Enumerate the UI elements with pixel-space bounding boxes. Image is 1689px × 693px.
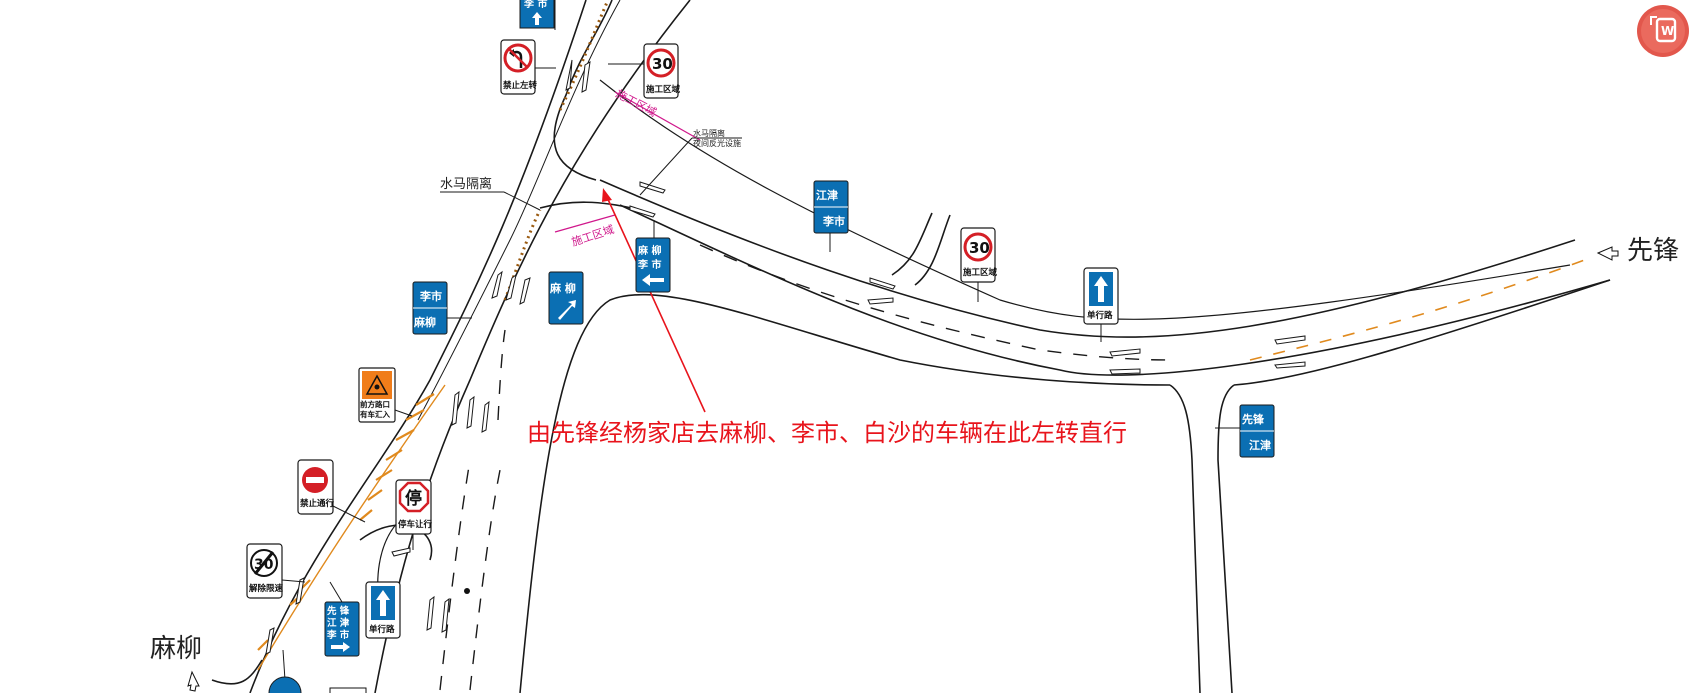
lane-arrow	[505, 273, 517, 301]
lane-arrow	[1109, 368, 1141, 375]
sign-no-left-turn-caption: 禁止左转	[502, 80, 538, 91]
arrow-up-right-icon	[558, 300, 576, 320]
sign-no-entry-caption: 禁止通行	[299, 498, 335, 509]
sign-one-way-caption: 单行路	[369, 624, 395, 635]
lane-arrow	[391, 547, 411, 557]
lane-arrow	[466, 395, 475, 429]
sign-end-limit-caption: 解除限速	[249, 583, 284, 594]
lane-arrow	[1274, 335, 1306, 345]
lane-arrow	[481, 400, 490, 433]
arrow-left-icon	[642, 274, 664, 286]
sign-maliu-wide-text: 麻 柳	[549, 281, 576, 295]
lane-arrow	[639, 181, 666, 194]
road-network	[211, 0, 1611, 693]
sign-stop: 停 停车让行	[395, 479, 433, 550]
lane-arrow	[581, 61, 591, 93]
place-label-xianfeng: 先锋	[1627, 236, 1679, 266]
sign-maliu-lishi-l1: 麻 柳	[637, 244, 661, 257]
sign-speed-value: 30	[652, 55, 673, 73]
sign-top-lishi-text: 李 市	[523, 0, 547, 10]
sign-stack-left: 先 锋 江 津 李 市	[324, 581, 360, 657]
place-maliu: 麻柳	[150, 634, 202, 692]
sign-speed-caption: 施工区域	[963, 267, 998, 278]
sign-merge-line1: 前方路口	[360, 399, 390, 409]
sign-speed-30-mid: 30 施工区域	[960, 227, 998, 302]
sign-jiangjin-text: 江津	[816, 188, 838, 202]
sign-lishi-text: 李市	[822, 214, 845, 228]
barrier-labels: 水马隔离 水马隔离 夜间反光设施	[440, 128, 742, 211]
barrier-label-left: 水马隔离	[440, 176, 492, 192]
sign-maliu-lishi: 麻 柳 李 市	[635, 220, 671, 293]
barrier-label-right-1: 水马隔离	[693, 128, 725, 138]
sign-maliu-left-text: 麻柳	[413, 315, 436, 329]
sign-xianfeng-text: 先锋	[1242, 412, 1265, 426]
annotation-arrow-icon	[602, 188, 612, 202]
lane-arrow	[265, 627, 275, 655]
sign-stack-l1: 先 锋	[327, 605, 350, 617]
arrow-right-icon	[331, 642, 350, 652]
arrow-up-icon	[532, 12, 542, 25]
sign-no-entry: 禁止通行	[297, 459, 366, 523]
sign-jiangjin-text-2: 江津	[1249, 438, 1271, 452]
place-label-maliu: 麻柳	[150, 634, 202, 664]
lane-arrow	[869, 277, 896, 290]
hollow-arrow-icon	[187, 670, 200, 692]
lane-arrow	[426, 595, 435, 631]
app-launcher-icon[interactable]: W	[1633, 3, 1689, 59]
lane-arrow	[867, 297, 894, 305]
lane-arrows	[265, 59, 1306, 655]
sign-maliu-lishi-l2: 李 市	[637, 258, 661, 271]
sign-xianfeng-jiangjin: 先锋 江津	[1215, 404, 1275, 458]
arrow-up-icon	[1094, 276, 1108, 302]
lane-arrow	[565, 59, 573, 91]
place-xianfeng: 先锋	[1596, 236, 1679, 266]
sign-jiangjin-lishi-upper: 江津 李市	[813, 180, 849, 252]
sign-merge-warning: 前方路口 有车汇入	[358, 367, 413, 423]
no-entry-icon	[306, 477, 324, 483]
sign-stack-l3: 李 市	[326, 629, 350, 641]
lane-arrow	[1109, 348, 1141, 357]
lane-arrow	[441, 597, 450, 633]
work-zone-markings: 施工区域 施工区域	[554, 87, 701, 249]
hollow-arrow-icon	[1596, 246, 1619, 261]
lane-arrow	[519, 277, 531, 305]
arrow-up-icon	[376, 590, 390, 616]
sign-one-way-caption: 单行路	[1087, 310, 1113, 321]
sign-stop-caption: 停车让行	[398, 519, 433, 530]
sign-end-limit: 30 解除限速	[246, 543, 306, 599]
sign-one-way-right: 单行路	[1083, 267, 1119, 342]
work-zone-label-lower: 施工区域	[570, 223, 616, 249]
sign-speed-caption: 施工区域	[646, 84, 681, 95]
annotation-text: 由先锋经杨家店去麻柳、李市、白沙的车辆在此左转直行	[527, 419, 1127, 447]
hatched-zone	[257, 393, 435, 651]
sign-bottom-partial	[268, 649, 367, 693]
sign-top-lishi: 李 市	[519, 0, 556, 30]
lane-arrow	[451, 390, 460, 426]
sign-stop-char: 停	[405, 488, 422, 509]
lane-arrow	[629, 205, 656, 218]
sign-speed-value: 30	[969, 239, 990, 257]
sign-maliu-upright: 麻 柳	[548, 271, 584, 325]
sign-speed-30-top: 30 施工区域	[608, 43, 681, 99]
svg-text:W: W	[1661, 24, 1674, 38]
sign-stack-l2: 江 津	[327, 617, 350, 629]
lane-arrow	[1274, 361, 1306, 369]
lane-arrow	[295, 577, 305, 605]
sign-merge-line2: 有车汇入	[360, 409, 390, 419]
lane-arrow	[491, 270, 503, 299]
sign-no-left-turn: 禁止左转	[500, 39, 556, 95]
barrier-label-right-2: 夜间反光设施	[693, 138, 741, 148]
annotation: 由先锋经杨家店去麻柳、李市、白沙的车辆在此左转直行	[527, 188, 1127, 447]
sign-lishi-left-text: 李市	[419, 289, 442, 303]
sign-one-way-left: 单行路	[365, 581, 401, 639]
sign-lishi-maliu-left: 李市 麻柳	[412, 281, 472, 335]
